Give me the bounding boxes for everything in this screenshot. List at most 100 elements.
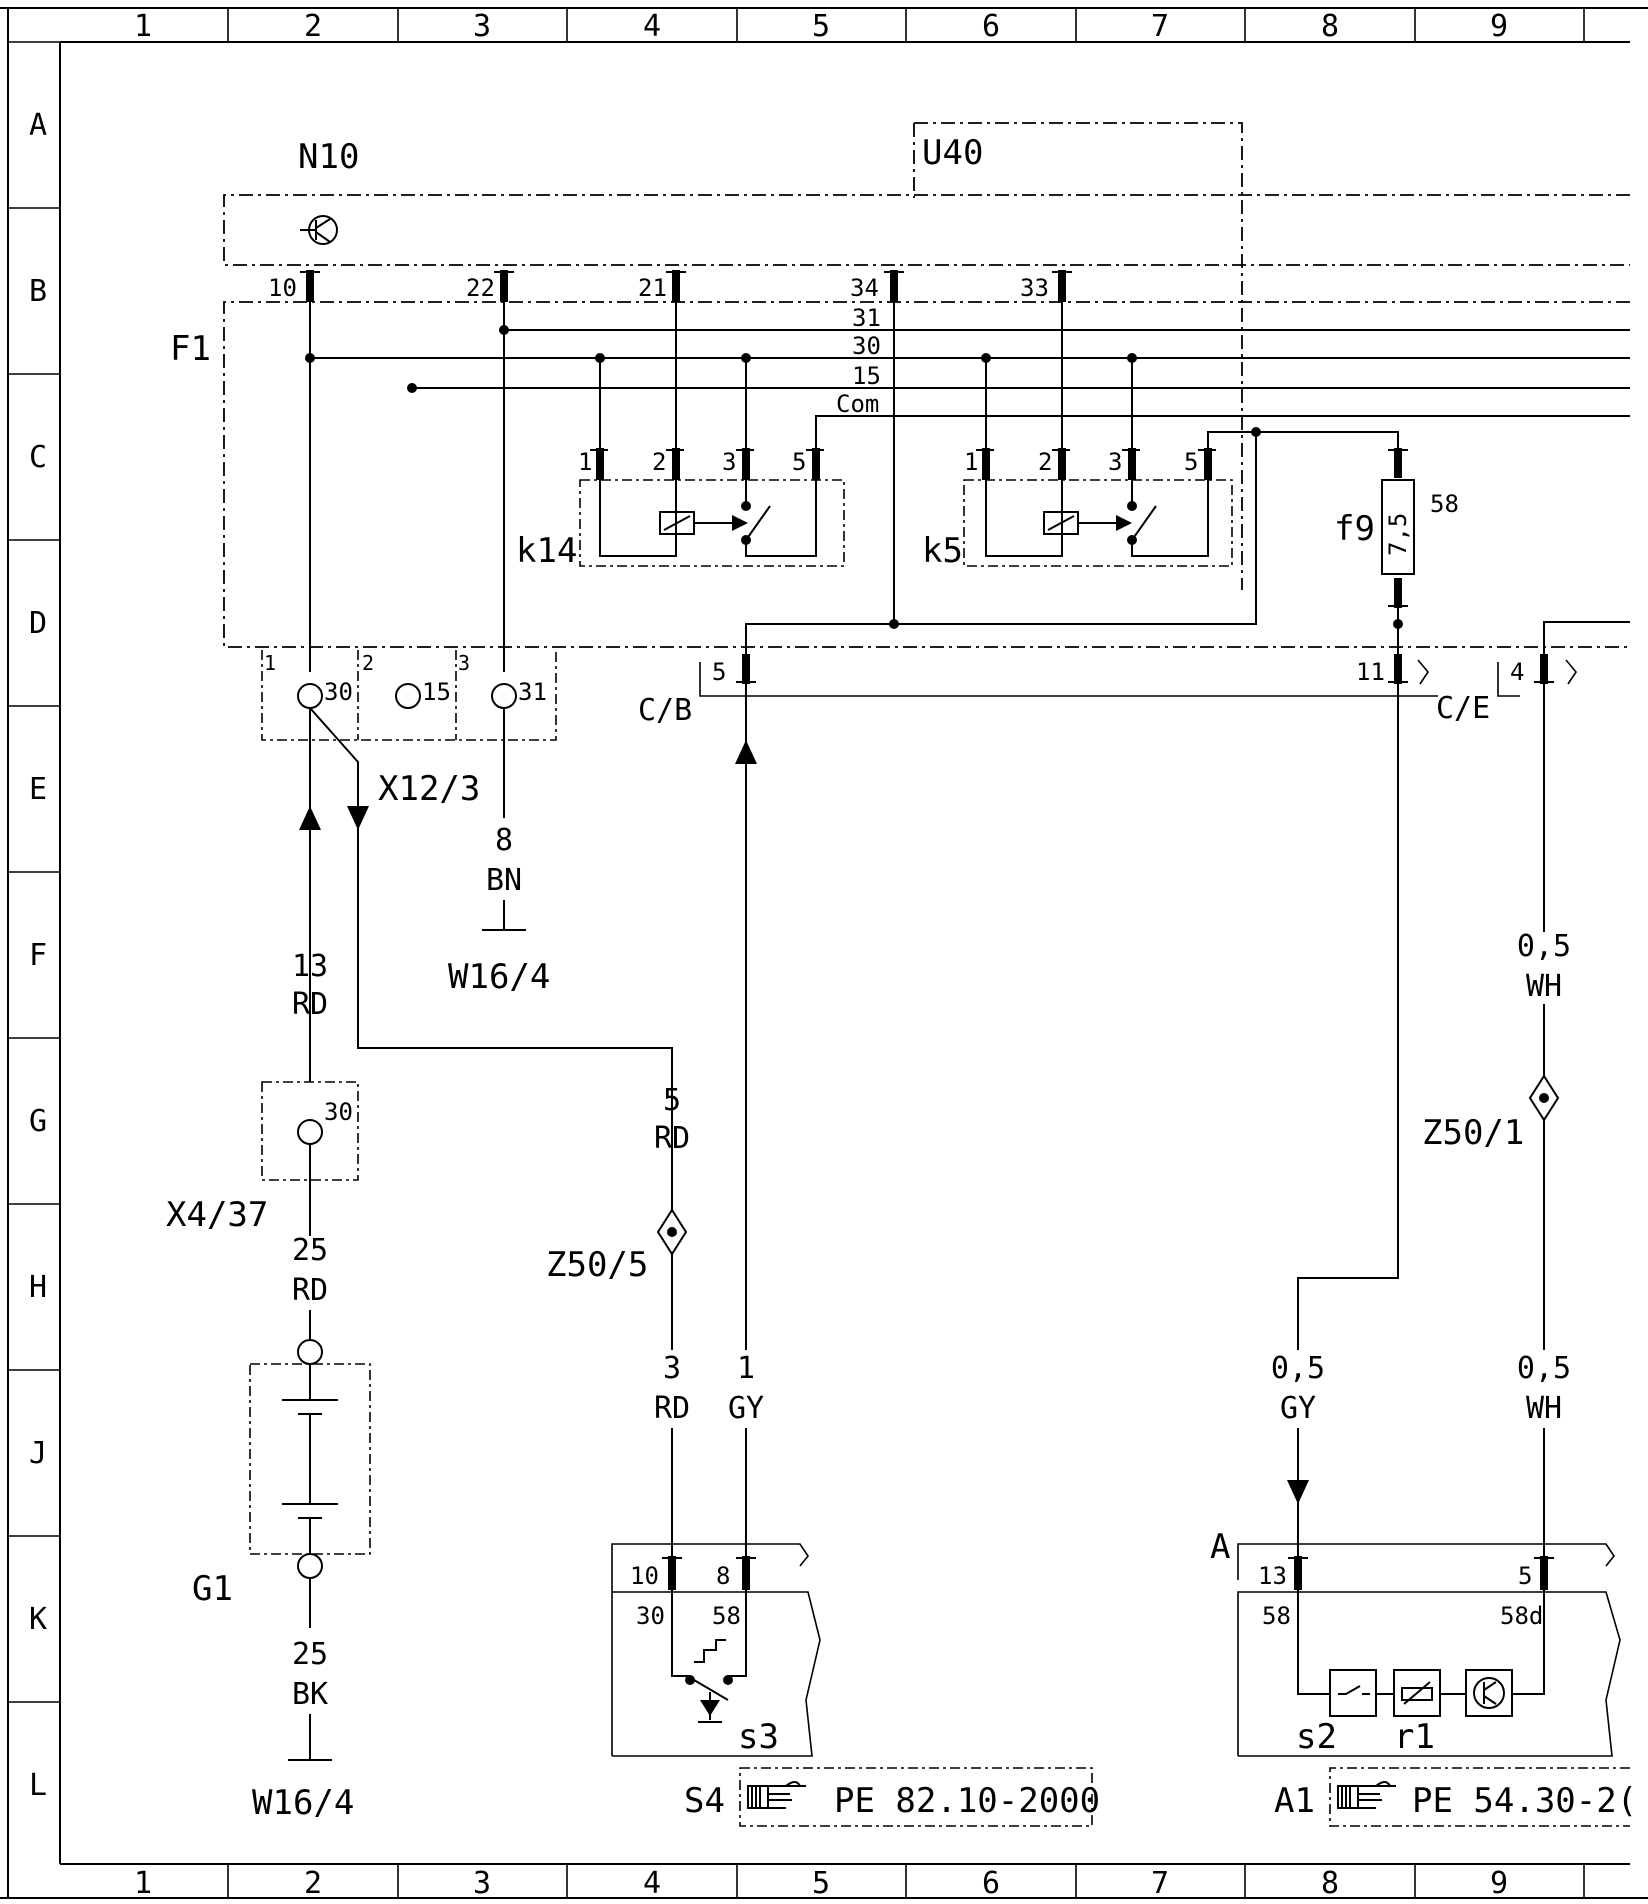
col-label: 3 [473, 1866, 491, 1901]
connector-x12-3: 1 2 3 30 15 31 X12/3 [261, 650, 557, 809]
col-label: 2 [304, 1866, 322, 1901]
col-label: 8 [1321, 1866, 1339, 1901]
connector-cb-ce: C/B 5 11 C/E 4 [638, 621, 1630, 728]
k14-pin3-label: 3 [722, 448, 736, 476]
pin-34-label: 34 [850, 274, 879, 302]
col-label: 7 [1151, 9, 1169, 44]
n10-label: N10 [298, 137, 359, 177]
pin-33-label: 33 [1020, 274, 1049, 302]
col-label: 1 [134, 1866, 152, 1901]
row-label: K [29, 1602, 47, 1637]
pin-10 [306, 270, 314, 302]
pin-34 [890, 270, 898, 302]
transistor-icon [1465, 1669, 1513, 1717]
x12-t15: 15 [422, 678, 451, 706]
a1-label: A1 [1274, 1781, 1315, 1821]
u40-label: U40 [922, 133, 983, 173]
relay-k5: 1 2 3 5 k5 [922, 358, 1233, 571]
k5-pin1-label: 1 [964, 448, 978, 476]
n10-module: N10 [223, 137, 1630, 266]
s2-label: s2 [1296, 1717, 1337, 1757]
row-label: F [29, 938, 47, 973]
instrument-a1: A 13 5 58 58d s2 r1 A1 [1210, 1527, 1637, 1827]
s4-reference: PE 82.10-2000 [739, 1767, 1100, 1827]
row-label: E [29, 772, 47, 807]
w3rd-color: RD [654, 1391, 690, 1426]
w16-4-ground-bottom: W16/4 [252, 1783, 354, 1823]
fuse-icon [1381, 479, 1415, 575]
row-label: B [29, 274, 47, 309]
f1-label: F1 [170, 329, 211, 369]
w05gy-size: 0,5 [1271, 1351, 1325, 1386]
column-labels-bottom: 1 2 3 4 5 6 7 8 9 [134, 1866, 1508, 1901]
x12-pos1: 1 [264, 651, 276, 675]
w05wh-bot-size: 0,5 [1517, 1351, 1571, 1386]
connector-x4-37: 30 X4/37 [166, 1081, 359, 1235]
diagram-frame [0, 7, 1648, 1899]
s4-t58-label: 58 [712, 1602, 741, 1630]
column-labels-top: 1 2 3 4 5 6 7 8 9 [134, 9, 1508, 44]
w05wh-top-size: 0,5 [1517, 929, 1571, 964]
g1-label: G1 [192, 1569, 233, 1609]
pin-21 [672, 270, 680, 302]
bus-30-label: 30 [852, 332, 881, 360]
col-label: 4 [643, 9, 661, 44]
w25rd-size: 25 [292, 1233, 328, 1268]
w25bk-color: BK [292, 1677, 328, 1712]
cb-pin5-label: 5 [712, 658, 726, 686]
splice-z50-5: Z50/5 [546, 1208, 688, 1285]
x12-t31: 31 [518, 678, 547, 706]
ce-pin11-label: 11 [1356, 658, 1385, 686]
f9-label: f9 [1334, 509, 1375, 549]
s4-label: S4 [684, 1781, 725, 1821]
a1-pin5-label: 5 [1518, 1562, 1532, 1590]
pin-21-label: 21 [638, 274, 667, 302]
x12-pos2: 2 [362, 651, 374, 675]
k5-pin2-label: 2 [1038, 448, 1052, 476]
row-label: A [29, 108, 47, 143]
a1-t58-label: 58 [1262, 1602, 1291, 1630]
a1-ref-text: PE 54.30-2( [1412, 1781, 1637, 1821]
col-label: 6 [982, 9, 1000, 44]
row-label: G [29, 1104, 47, 1139]
n10-pins: 10 22 21 34 33 [268, 270, 1072, 302]
s4-pin8-label: 8 [716, 1562, 730, 1590]
a1-reference: PE 54.30-2( [1329, 1767, 1637, 1827]
bus-com-label: Com [836, 390, 879, 418]
transistor-icon [300, 215, 338, 245]
z50-1-label: Z50/1 [1422, 1113, 1524, 1153]
col-label: 5 [812, 1866, 830, 1901]
col-label: 8 [1321, 9, 1339, 44]
bus-31-label: 31 [852, 304, 881, 332]
w05wh-bot-color: WH [1526, 1391, 1562, 1426]
x12-pos3: 3 [458, 651, 470, 675]
x4-37-label: X4/37 [166, 1195, 268, 1235]
pointing-hand-icon [747, 1781, 806, 1809]
w1gy-size: 1 [737, 1351, 755, 1386]
w3rd-size: 3 [663, 1351, 681, 1386]
bus-15-label: 15 [852, 362, 881, 390]
col-label: 1 [134, 9, 152, 44]
relay-k14: 1 2 3 5 k14 [516, 358, 845, 571]
row-labels: A B C D E F G H J K L [29, 108, 47, 1803]
battery-g1: G1 [192, 1339, 371, 1609]
s4-t30-label: 30 [636, 1602, 665, 1630]
pin-33 [1058, 270, 1066, 302]
cb-label: C/B [638, 693, 692, 728]
z50-5-label: Z50/5 [546, 1245, 648, 1285]
w05gy-color: GY [1280, 1391, 1316, 1426]
w16-4-ground-top: W16/4 [448, 957, 550, 997]
s3-label: s3 [738, 1717, 779, 1757]
k14-pin1-label: 1 [578, 448, 592, 476]
col-label: 6 [982, 1866, 1000, 1901]
w13rd-size: 13 [292, 949, 328, 984]
col-label: 9 [1490, 1866, 1508, 1901]
col-label: 2 [304, 9, 322, 44]
x4-t30: 30 [324, 1098, 353, 1126]
col-label: 7 [1151, 1866, 1169, 1901]
k14-label: k14 [516, 531, 577, 571]
internal-bus: 31 30 15 Com [305, 304, 1630, 462]
row-label: H [29, 1270, 47, 1305]
row-label: L [29, 1768, 47, 1803]
w5rd-color: RD [654, 1121, 690, 1156]
